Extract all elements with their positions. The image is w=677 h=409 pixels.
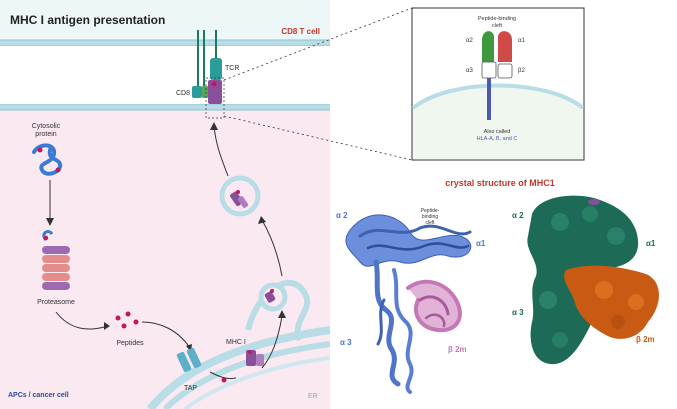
mhc1-er-icon bbox=[246, 350, 264, 366]
cytosolic-label-line1: Cytosolic bbox=[32, 123, 61, 130]
cytosolic-label-line2: protein bbox=[35, 131, 57, 138]
proteasome-label: Proteasome bbox=[37, 299, 75, 306]
arrow-to-peptides bbox=[55, 311, 109, 330]
tcr-complex bbox=[192, 30, 225, 119]
mhc-on-surface bbox=[208, 80, 222, 104]
ribbon-alpha1: α1 bbox=[476, 239, 486, 248]
arrow-to-tap bbox=[141, 321, 191, 349]
t-cell-membrane bbox=[0, 40, 330, 46]
cd8-label: CD8 bbox=[176, 90, 190, 97]
page-title: MHC I antigen presentation bbox=[10, 13, 165, 27]
vesicle-upper bbox=[219, 175, 261, 217]
ribbon-beta2m: β 2m bbox=[448, 345, 467, 354]
apc-membrane bbox=[0, 104, 330, 110]
er-membrane bbox=[146, 326, 331, 409]
arrow-er-to-golgi bbox=[261, 315, 283, 369]
inset-alpha2: α2 bbox=[466, 38, 473, 44]
tcr-block bbox=[210, 58, 222, 80]
zoom-line-bottom bbox=[223, 115, 413, 161]
inset-beta2: β2 bbox=[518, 68, 525, 74]
arrow-vesicle-to-surface bbox=[213, 125, 229, 177]
surface-alpha1: α1 bbox=[646, 239, 656, 248]
peptides-label: Peptides bbox=[116, 340, 144, 347]
surface-alpha2: α 2 bbox=[512, 211, 524, 220]
inset-cleft-line1: Peptide-binding bbox=[478, 16, 516, 22]
inset-mhc-schematic bbox=[481, 31, 513, 120]
tcr-label: TCR bbox=[225, 65, 239, 72]
surface-alpha3: α 3 bbox=[512, 308, 524, 317]
ribbon-cleft-line2: binding bbox=[422, 214, 438, 220]
er-label: ER bbox=[308, 393, 318, 400]
zoom-line-top bbox=[223, 7, 413, 81]
inset-hla-names: HLA-A, B, and C bbox=[477, 136, 518, 142]
surface-structure bbox=[527, 195, 659, 365]
surface-beta2m: β 2m bbox=[636, 335, 655, 344]
synapse-gap bbox=[0, 46, 330, 104]
cytosolic-protein-icon bbox=[32, 143, 63, 176]
tap-transporter-icon bbox=[176, 347, 202, 373]
apc-label: APCs / cancer cell bbox=[8, 392, 69, 399]
inset-alpha3: α3 bbox=[466, 68, 473, 74]
ribbon-alpha3: α 3 bbox=[340, 338, 352, 347]
t-cell-background bbox=[0, 0, 330, 40]
cd8-block bbox=[192, 86, 202, 98]
inset-cell-body bbox=[413, 87, 583, 159]
arrow-golgi-to-vesicle bbox=[261, 219, 283, 277]
peptides-icon bbox=[115, 311, 139, 329]
ribbon-alpha2: α 2 bbox=[336, 211, 348, 220]
inset-alpha1: α1 bbox=[518, 38, 525, 44]
crystal-title: crystal structure of MHC1 bbox=[445, 178, 555, 188]
inset-also-called: Also called bbox=[484, 129, 511, 135]
tap-label: TAP bbox=[184, 385, 197, 392]
inset-cleft-line2: cleft bbox=[492, 23, 503, 29]
ribbon-structure bbox=[345, 214, 472, 394]
mhc1-label: MHC I bbox=[226, 339, 246, 346]
zoom-box bbox=[205, 77, 225, 119]
proteasome-icon bbox=[42, 230, 70, 290]
ribbon-cleft-line1: Peptide- bbox=[421, 208, 440, 214]
ribbon-cleft-line3: cleft bbox=[425, 220, 435, 226]
cd8-t-cell-label: CD8 T cell bbox=[281, 27, 320, 36]
